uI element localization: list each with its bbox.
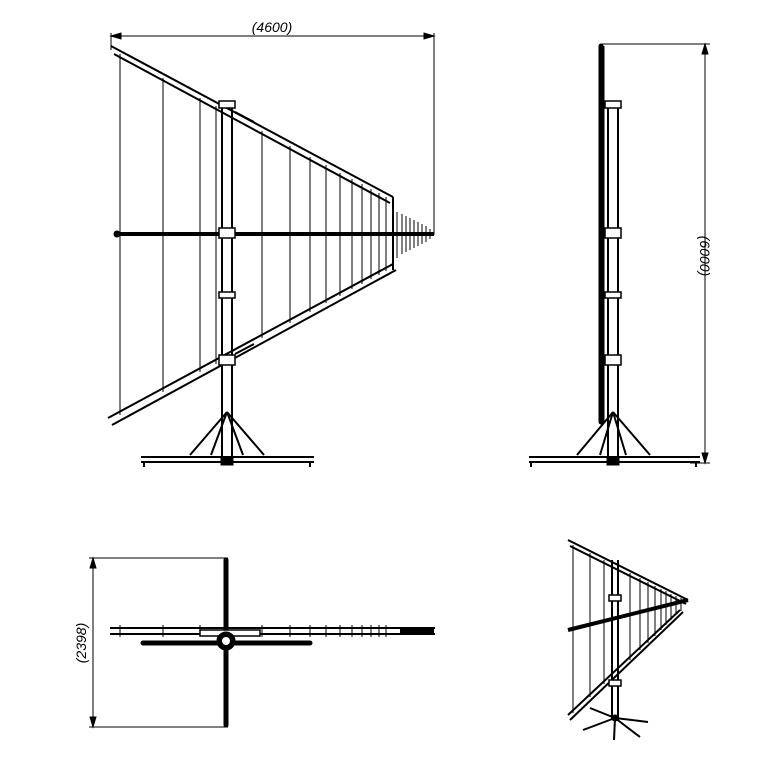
tripod-base bbox=[141, 411, 314, 467]
height-dimension: (6000) bbox=[602, 42, 713, 465]
isometric-view bbox=[567, 539, 689, 741]
mast bbox=[218, 100, 255, 462]
height-dimension-label: (6000) bbox=[697, 236, 713, 276]
depth-dimension: (2398) bbox=[73, 556, 228, 729]
antenna-frame bbox=[107, 45, 397, 426]
depth-dimension-label: (2398) bbox=[73, 623, 89, 663]
width-dimension-label: (4600) bbox=[252, 19, 292, 35]
width-dimension: (4600) bbox=[109, 19, 436, 235]
front-view: (4600) bbox=[107, 19, 436, 467]
top-view: (2398) bbox=[73, 556, 435, 729]
side-view: (6000) bbox=[529, 42, 713, 467]
